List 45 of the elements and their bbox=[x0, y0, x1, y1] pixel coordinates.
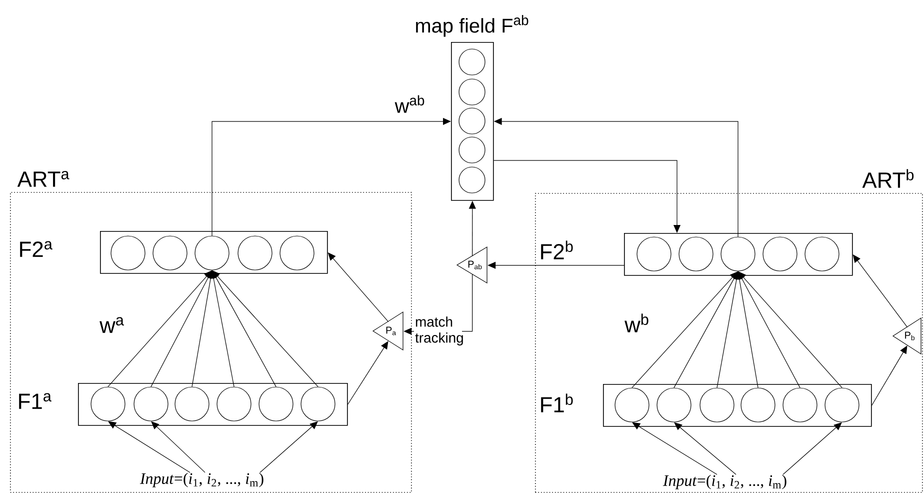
neuron-circle bbox=[740, 388, 776, 422]
neuron-circle bbox=[194, 236, 230, 270]
edge-label: match tracking bbox=[414, 316, 463, 346]
neuron-circle bbox=[678, 236, 714, 272]
neuron-circle bbox=[720, 236, 756, 272]
weight-label: w$^{b}$ bbox=[624, 314, 648, 332]
neuron-circle bbox=[174, 386, 210, 422]
neuron-circle bbox=[300, 386, 336, 422]
module-title: ART$^{b}$ bbox=[862, 169, 914, 188]
edge-label: w$^{ab}$ bbox=[394, 94, 426, 114]
neuron-circle bbox=[804, 236, 840, 272]
neuron-circle bbox=[458, 48, 486, 76]
module-title: ART$^{a}$ bbox=[17, 170, 70, 187]
input-formula: Input=(i$_{1}$, i$_{2}$, ..., i$_{m}$) bbox=[140, 472, 264, 488]
neuron-circle bbox=[656, 388, 692, 422]
field-title: map field F$^{ab}$ bbox=[416, 14, 528, 37]
arrow bbox=[212, 118, 451, 236]
weight-label: w$^{a}$ bbox=[100, 317, 124, 333]
neuron-circle bbox=[134, 386, 168, 422]
arrow bbox=[632, 422, 718, 475]
arrow bbox=[108, 421, 190, 473]
neuron-circle bbox=[152, 236, 188, 270]
arrow bbox=[494, 160, 681, 233]
neuron-circle bbox=[458, 78, 486, 106]
neuron-circle bbox=[280, 236, 314, 270]
neuron-circle bbox=[782, 388, 818, 422]
neuron-circle bbox=[110, 236, 146, 270]
neuron-circle bbox=[824, 388, 860, 422]
neuron-circle bbox=[216, 386, 252, 422]
input-formula: Input=(i$_{1}$, i$_{2}$, ..., i$_{m}$) bbox=[662, 474, 786, 490]
layer-label: F2$^{a}$ bbox=[20, 241, 52, 257]
neuron-circle bbox=[458, 136, 486, 164]
neuron-circle bbox=[238, 236, 272, 270]
layer-label: F2$^{b}$ bbox=[541, 240, 573, 260]
neuron-circle bbox=[90, 386, 126, 422]
neuron-circle bbox=[762, 236, 798, 272]
neuron-circle bbox=[700, 388, 734, 422]
layer-label: F1$^{a}$ bbox=[19, 393, 52, 409]
layer-label: F1$^{b}$ bbox=[541, 394, 573, 412]
neuron-circle bbox=[458, 108, 486, 134]
arrow bbox=[674, 422, 736, 475]
neuron-circle bbox=[614, 388, 650, 422]
neuron-circle bbox=[258, 386, 294, 422]
neuron-circle bbox=[458, 166, 486, 194]
neuron-circle bbox=[636, 236, 672, 272]
